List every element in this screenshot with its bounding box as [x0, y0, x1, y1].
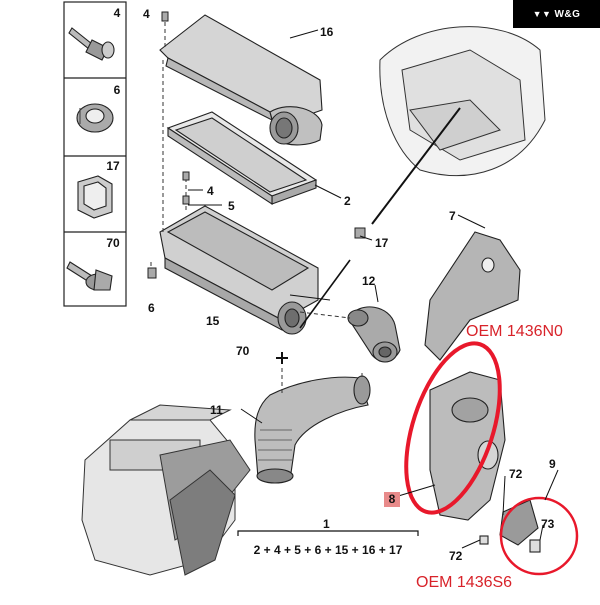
callout-leaders [188, 29, 559, 549]
callout-73: 73 [541, 517, 555, 531]
callout-11: 11 [210, 403, 223, 417]
callout-5: 5 [228, 199, 235, 213]
brand-mark-icon: ▼▼ [532, 9, 552, 19]
callout-9: 9 [549, 457, 556, 471]
callout-70: 70 [236, 344, 250, 358]
hex-flange-bolt-icon [66, 261, 113, 291]
callout-6: 6 [148, 301, 155, 315]
legend-number-70: 70 [106, 236, 120, 250]
callout-4-top: 4 [143, 7, 150, 21]
callout-4-mid: 4 [207, 184, 214, 198]
callout-72-upper: 72 [509, 467, 523, 481]
engine-bay-inset [379, 26, 546, 177]
bolt-70-marker [276, 352, 288, 364]
bracket-9 [479, 499, 541, 553]
callout-8-badge: 8 [384, 492, 400, 507]
grommet-icon [76, 103, 114, 133]
callout-1: 1 [323, 517, 330, 531]
assembly-bracket [237, 530, 419, 536]
brand-logo: ▼▼ W&G [513, 0, 600, 28]
oem-label-top: OEM 1436N0 [466, 323, 563, 340]
legend-number-6: 6 [114, 83, 121, 97]
engine-block [81, 404, 251, 576]
air-box-lower-housing [159, 205, 319, 335]
resonator-8 [429, 371, 506, 521]
intake-duct-12 [347, 306, 401, 363]
bracket-7 [424, 231, 521, 361]
oem-label-bottom: OEM 1436S6 [416, 574, 513, 591]
small-hardware [147, 11, 366, 279]
brand-logo-text: W&G [554, 8, 581, 20]
air-box-top-cover [159, 14, 323, 146]
legend-number-17: 17 [106, 159, 120, 173]
inset-leader-line [371, 107, 461, 225]
highlight-ring-bracket [499, 496, 579, 576]
callout-16: 16 [320, 25, 334, 39]
bolt-with-washer-icon [68, 27, 115, 61]
callout-12: 12 [362, 274, 376, 288]
air-filter-element [166, 111, 318, 206]
callout-2: 2 [344, 194, 351, 208]
callout-72-lower: 72 [449, 549, 463, 563]
spring-clip-icon [77, 175, 113, 219]
callout-17: 17 [375, 236, 389, 250]
callout-15: 15 [206, 314, 220, 328]
highlight-ring-resonator [404, 341, 502, 515]
legend-number-4: 4 [114, 6, 121, 20]
assembly-formula: 2 + 4 + 5 + 6 + 15 + 16 + 17 [253, 543, 403, 557]
callout-7: 7 [449, 209, 456, 223]
legend-panel [63, 1, 127, 307]
intake-hose-11 [254, 375, 371, 484]
